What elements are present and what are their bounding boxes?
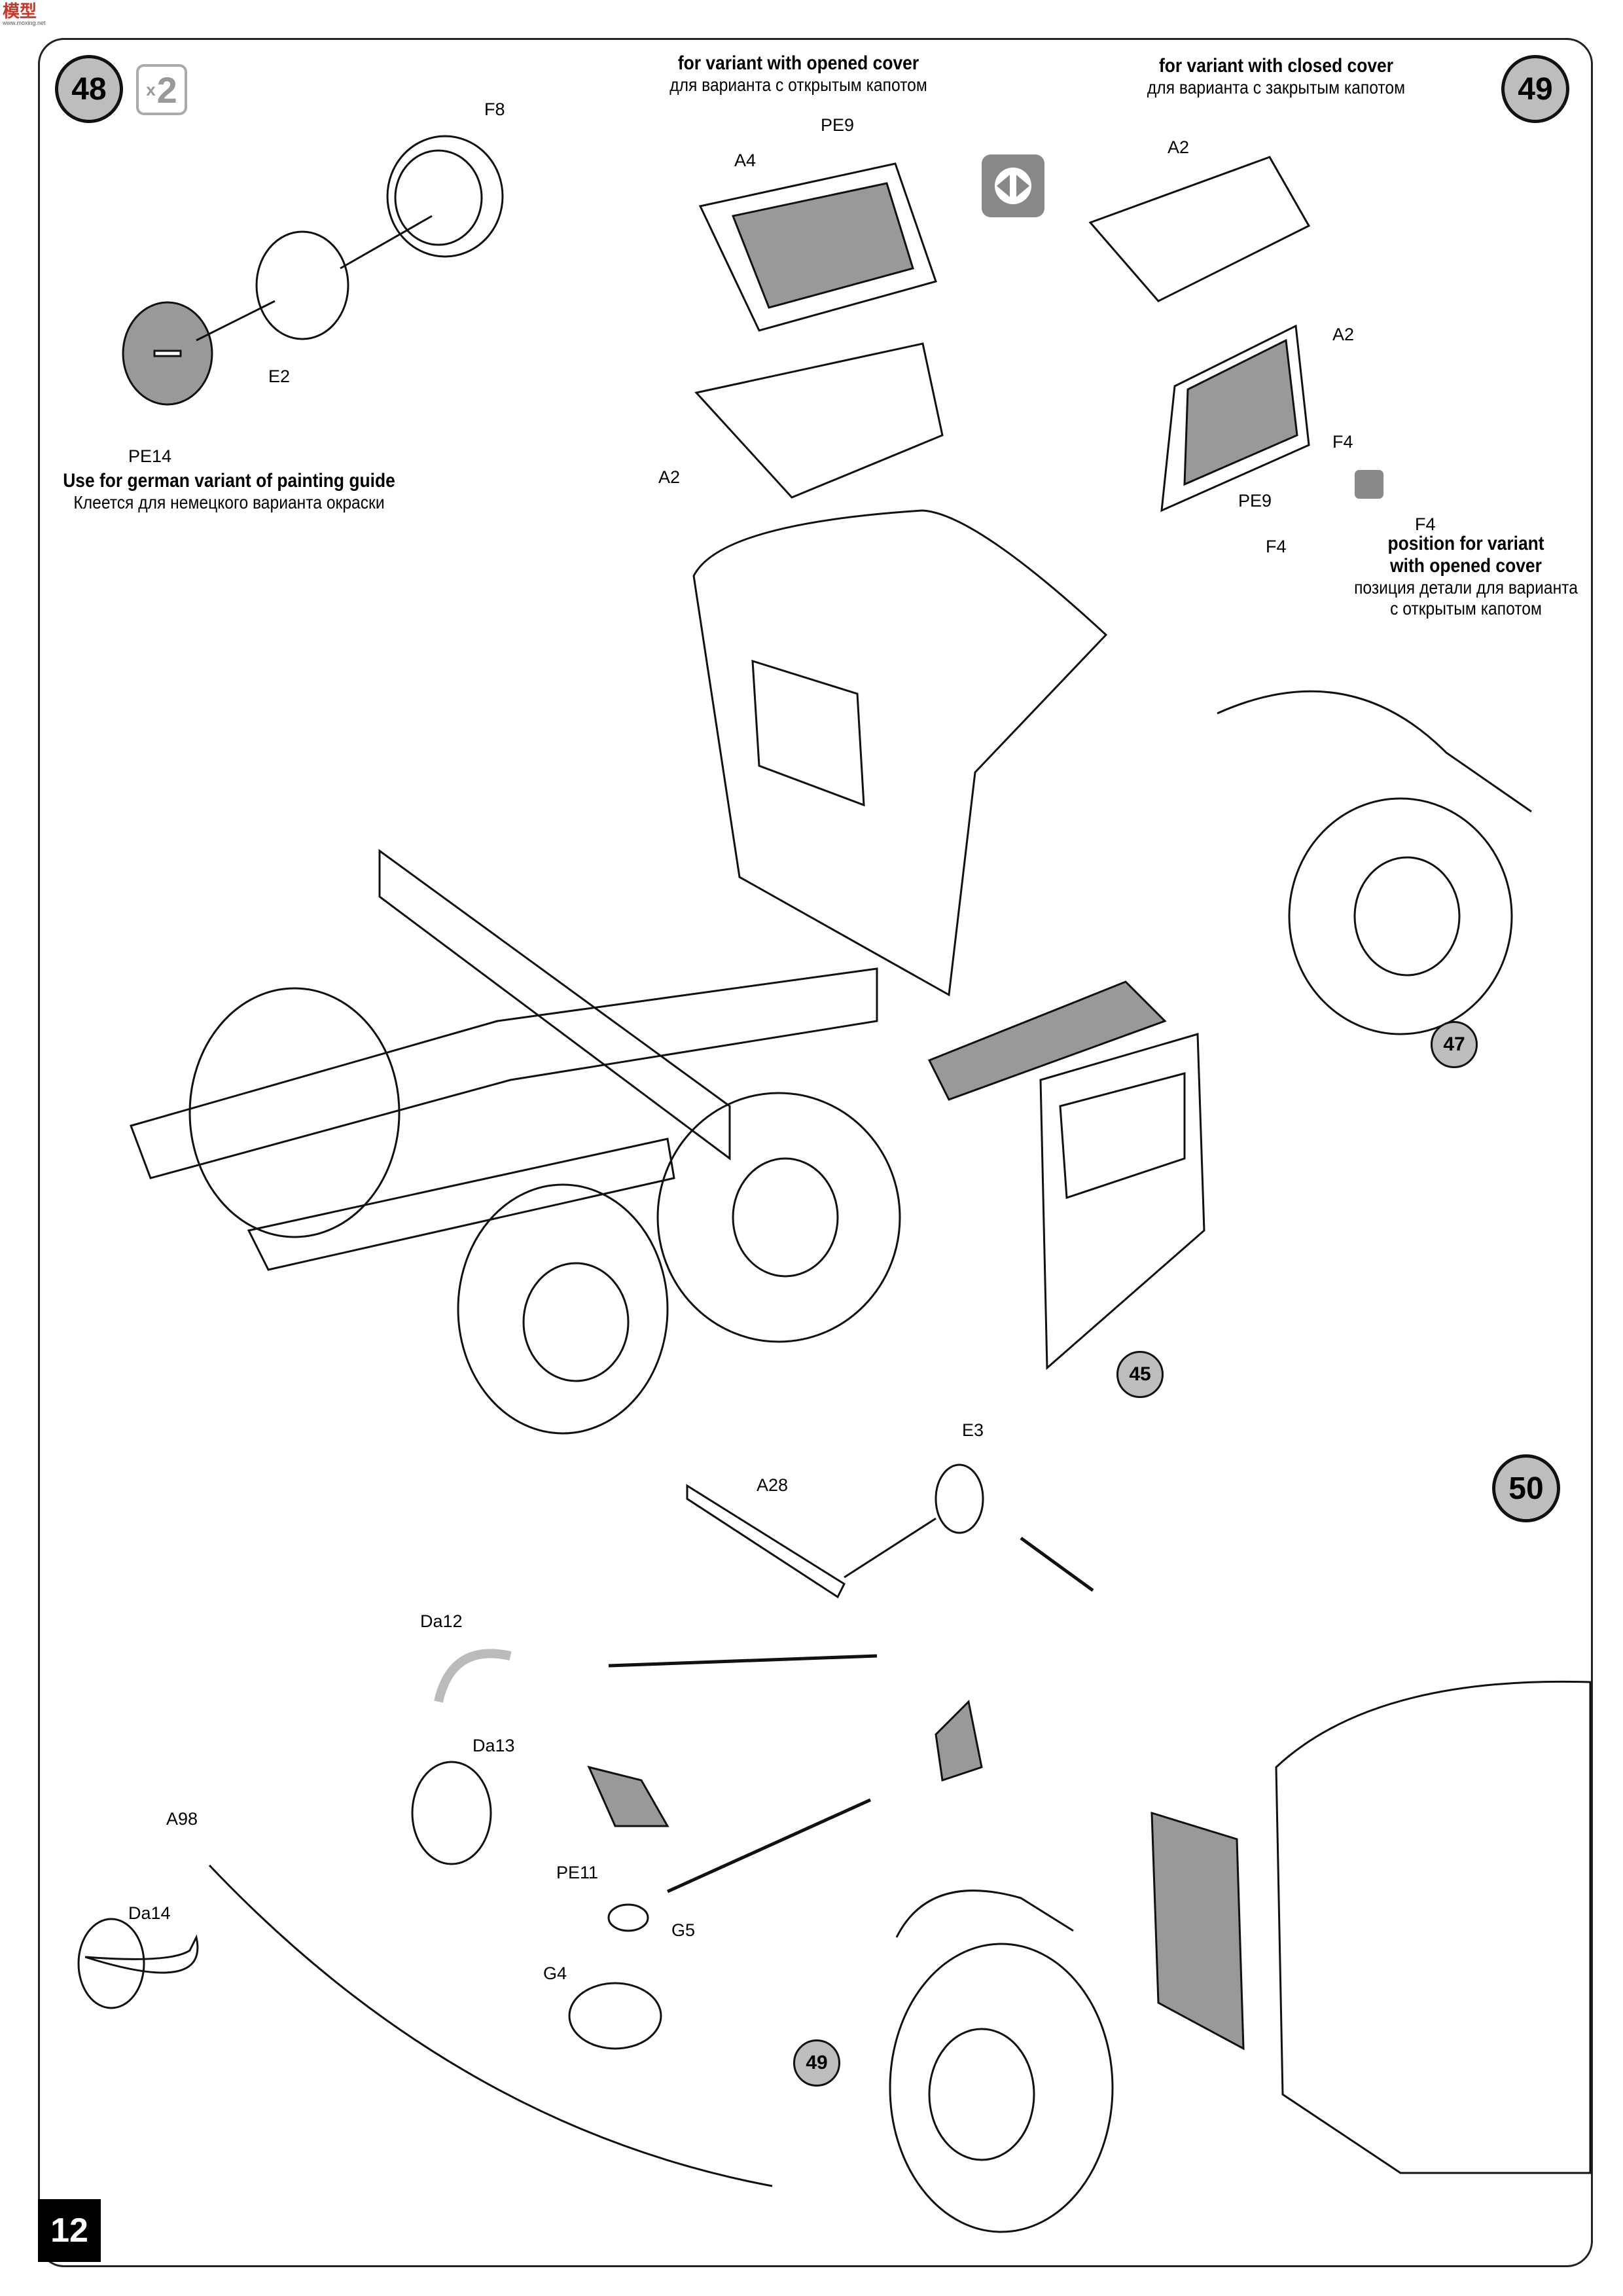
arrow-pe14-e2: [196, 300, 276, 342]
label-g5: G5: [671, 1920, 696, 1940]
arrow-e3-assembly: [1020, 1536, 1094, 1592]
headlight-rim-inner: [394, 149, 483, 246]
label-da13: Da13: [473, 1736, 515, 1755]
front-wheel-hub-50: [928, 2028, 1035, 2161]
chassis-rail: [130, 967, 878, 1179]
label-pe9-mid: PE9: [1238, 491, 1272, 511]
label-pe9-top: PE9: [821, 115, 855, 135]
hood-panel-a4: [698, 162, 937, 332]
part-pe11-bracket: [587, 1765, 669, 1827]
label-a2-top: A2: [1168, 137, 1190, 157]
front-fender: [1217, 690, 1532, 813]
cab-50: [1275, 1680, 1592, 2174]
label-a98: A98: [166, 1809, 198, 1829]
arrow-a28-e3: [844, 1517, 936, 1579]
part-g5: [607, 1903, 649, 1932]
mirror-symmetric-icon: [982, 154, 1044, 217]
label-pe11: PE11: [556, 1863, 599, 1882]
watermark-logo: 模型 www.moxing.net: [3, 1, 46, 26]
headlight-rim-f8: [386, 135, 504, 258]
label-da12: Da12: [420, 1611, 463, 1631]
mirror-small-icon: [1355, 470, 1383, 499]
part-da14-bell: [77, 1918, 145, 2009]
part-e3-mirror: [935, 1463, 984, 1534]
rear-wheel-outer: [457, 1183, 669, 1435]
hood-side-a2: [694, 342, 944, 499]
rear-wheel-inner: [656, 1092, 901, 1343]
front-wheel-hub: [1353, 856, 1461, 977]
cab-door: [1039, 1033, 1205, 1371]
label-a4: A4: [734, 151, 757, 170]
part-g4-lamp: [568, 1982, 662, 2050]
label-pe14: PE14: [128, 446, 172, 466]
cab-body: [692, 509, 1108, 997]
hood-grille-a4: [731, 182, 914, 309]
label-f8: F8: [484, 99, 505, 119]
page-frame: [38, 38, 1593, 2267]
headlight-lens-e2: [255, 230, 349, 340]
page-number: 12: [38, 2199, 101, 2262]
label-g4: G4: [543, 1964, 567, 1983]
ref-49-badge: 49: [793, 2039, 840, 2087]
part-da14-horn: [84, 1934, 199, 1974]
arrow-da12-assembly: [608, 1654, 878, 1668]
part-a98-rod: [208, 1864, 773, 2187]
hood-top-a2: [1088, 156, 1311, 302]
step-48-badge: 48: [55, 55, 123, 123]
part-da13-horn-base: [411, 1761, 492, 1865]
ref-47-badge: 47: [1431, 1021, 1478, 1068]
cab-rear-window: [751, 659, 865, 807]
rear-wheel-hub-2: [522, 1262, 630, 1382]
front-wheel-50: [889, 1943, 1114, 2233]
chassis-lower-rail: [247, 1138, 675, 1271]
rear-wheel-hub: [732, 1157, 839, 1278]
label-a2-left: A2: [658, 467, 681, 487]
radiator-grille-50: [1150, 1811, 1245, 2051]
note-opened-cover: for variant with opened cover для вариан…: [669, 52, 927, 95]
running-board: [927, 980, 1167, 1101]
label-e2: E2: [268, 367, 291, 386]
label-f4-a: F4: [1332, 432, 1353, 452]
part-a28-bar: [686, 1484, 846, 1599]
headlight-lens-pe14: [122, 301, 213, 406]
label-a2-grille: A2: [1332, 325, 1355, 344]
hood-louvers: [1183, 338, 1298, 486]
hood-side-grille-a2: [1160, 324, 1310, 512]
label-f4-b: F4: [1266, 537, 1287, 556]
front-wheel: [1288, 797, 1513, 1035]
part-da12-pipe: [434, 1649, 512, 1703]
rear-wheel-far: [188, 987, 401, 1238]
door-window: [1059, 1072, 1186, 1200]
note-position-opened: position for variant with opened cover п…: [1354, 533, 1578, 619]
label-da14: Da14: [128, 1903, 171, 1923]
front-fender-50: [895, 1890, 1074, 1938]
side-lamp-50: [935, 1699, 983, 1782]
chassis-crossbeam: [378, 849, 731, 1160]
arrow-g5-assembly: [666, 1798, 872, 1893]
arrow-e2-f8: [340, 215, 433, 270]
label-a28: A28: [757, 1475, 789, 1495]
label-e3: E3: [962, 1420, 984, 1440]
note-german-variant: Use for german variant of painting guide…: [63, 470, 395, 512]
note-closed-cover: for variant with closed cover для вариан…: [1147, 55, 1406, 98]
step-49-badge: 49: [1501, 55, 1569, 123]
label-f4-c: F4: [1415, 514, 1436, 534]
ref-45-badge: 45: [1116, 1351, 1164, 1398]
step-50-badge: 50: [1492, 1454, 1560, 1522]
